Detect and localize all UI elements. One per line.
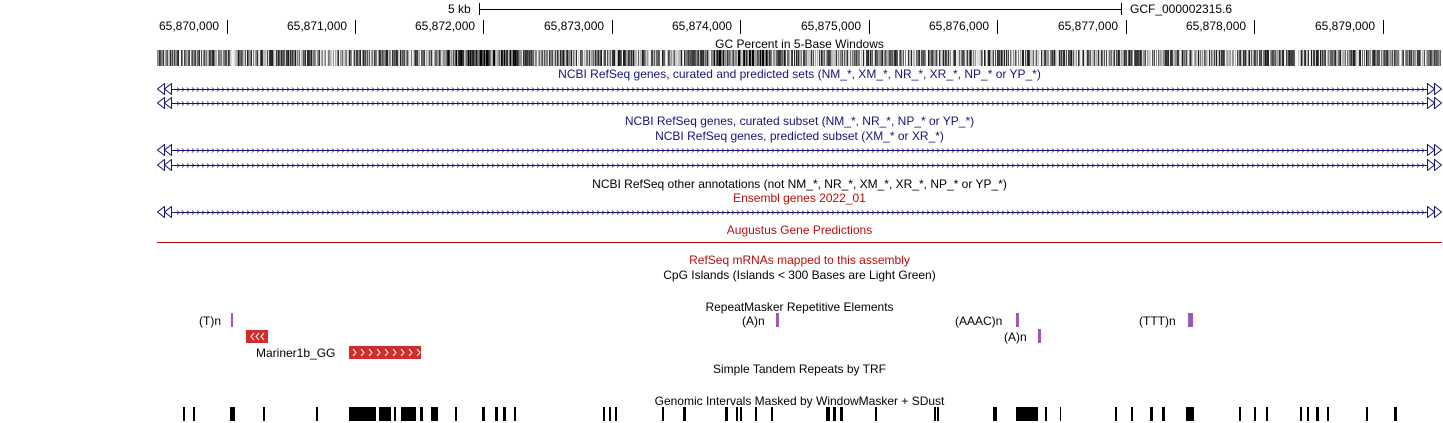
ruler-tick-label: 65,876,000 <box>929 19 990 33</box>
repeat-item-block[interactable] <box>246 330 268 343</box>
ruler-tick <box>1383 20 1384 34</box>
windowmasker-track[interactable] <box>157 407 1442 421</box>
assembly-label: GCF_000002315.6 <box>1130 2 1233 16</box>
ruler-tick <box>483 20 484 34</box>
repeat-item-label: (T)n <box>199 314 221 328</box>
gc-percent-track-label: GC Percent in 5-Base Windows <box>715 37 884 51</box>
ruler-tick <box>1254 20 1255 34</box>
cpg-track-label: CpG Islands (Islands < 300 Bases are Lig… <box>663 268 936 282</box>
ruler-tick-label: 65,877,000 <box>1058 19 1119 33</box>
gene-model <box>157 159 1442 171</box>
repeat-item-block[interactable] <box>1188 313 1193 327</box>
ruler-tick-label: 65,874,000 <box>672 19 733 33</box>
gc-percent-track[interactable] <box>157 50 1442 66</box>
trf-track-label: Simple Tandem Repeats by TRF <box>713 362 886 376</box>
ruler-tick-label: 65,879,000 <box>1315 19 1376 33</box>
repeat-item-label: (A)n <box>742 314 765 328</box>
refseq-all-track-label: NCBI RefSeq genes, curated and predicted… <box>558 67 1041 81</box>
refseq-mrna-track-label: RefSeq mRNAs mapped to this assembly <box>689 253 910 267</box>
gene-model <box>157 83 1442 95</box>
ensembl-gene-1[interactable] <box>157 206 1442 218</box>
repeat-item-label: (TTT)n <box>1139 314 1176 328</box>
repeat-item-label: Mariner1b_GG <box>256 346 336 360</box>
gene-model <box>157 206 1442 218</box>
repeat-item-label: (A)n <box>1004 330 1027 344</box>
ruler-tick <box>740 20 741 34</box>
gene-model <box>157 97 1442 109</box>
gc-percent-bars <box>157 50 1442 66</box>
windowmasker-blocks <box>183 407 1397 421</box>
repeatmasker-track-label: RepeatMasker Repetitive Elements <box>705 300 894 314</box>
ruler-tick-label: 65,870,000 <box>159 19 220 33</box>
refseq-predicted-track-label: NCBI RefSeq genes, predicted subset (XM_… <box>655 129 944 143</box>
ruler-tick-label: 65,873,000 <box>544 19 605 33</box>
refseq-all-gene-1[interactable] <box>157 83 1442 95</box>
scale-bar <box>479 3 1122 15</box>
repeat-item-block[interactable] <box>349 346 421 359</box>
ruler-tick-label: 65,875,000 <box>801 19 862 33</box>
scale-bar-label: 5 kb <box>448 2 471 16</box>
repeat-item-block[interactable] <box>1038 329 1041 343</box>
ruler-tick <box>869 20 870 34</box>
ruler-tick <box>612 20 613 34</box>
chevron-right-icon <box>352 348 421 357</box>
ruler-tick <box>1126 20 1127 34</box>
refseq-all-gene-2[interactable] <box>157 97 1442 109</box>
refseq-curated-track-label: NCBI RefSeq genes, curated subset (NM_*,… <box>624 114 975 128</box>
repeat-item-label: (AAAC)n <box>955 314 1003 328</box>
augustus-prediction-line[interactable] <box>157 242 1442 243</box>
repeat-item-block[interactable] <box>1016 313 1019 327</box>
ruler-tick-label: 65,878,000 <box>1186 19 1247 33</box>
refseq-predicted-gene-2[interactable] <box>157 159 1442 171</box>
gene-model <box>157 144 1442 156</box>
augustus-track-label: Augustus Gene Predictions <box>726 223 873 237</box>
ensembl-track-label: Ensembl genes 2022_01 <box>733 191 866 205</box>
ruler-tick <box>355 20 356 34</box>
refseq-predicted-gene-1[interactable] <box>157 144 1442 156</box>
ruler-tick <box>227 20 228 34</box>
repeat-item-block[interactable] <box>776 313 779 327</box>
chevron-left-icon <box>250 332 265 341</box>
ruler-tick <box>997 20 998 34</box>
ruler-tick-label: 65,871,000 <box>287 19 348 33</box>
repeat-item-block[interactable] <box>231 313 233 327</box>
windowmasker-track-label: Genomic Intervals Masked by WindowMasker… <box>654 394 945 408</box>
ruler-tick-label: 65,872,000 <box>415 19 476 33</box>
refseq-other-track-label: NCBI RefSeq other annotations (not NM_*,… <box>592 177 1007 191</box>
